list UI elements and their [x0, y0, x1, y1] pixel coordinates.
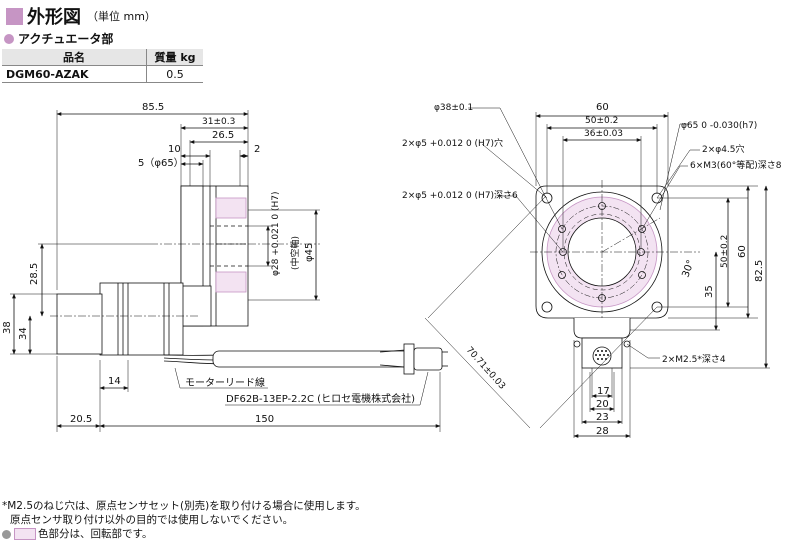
subsection-title: アクチュエータ部 — [4, 30, 113, 47]
dim-50-top: 50±0.2 — [585, 116, 618, 126]
lead-cable — [212, 350, 412, 368]
dim-150: 150 — [255, 414, 274, 425]
header-product-name: 品名 — [2, 49, 147, 66]
spec-table-header: 品名 質量 kg — [2, 49, 203, 66]
dim-82-5: 82.5 — [754, 260, 765, 282]
callout-m2-5: 2×M2.5*深さ4 — [662, 354, 726, 365]
front-view — [424, 107, 770, 438]
connector-label: DF62B-13EP-2.2C (ヒロセ電機株式会社) — [226, 392, 415, 405]
subsection-label: アクチュエータ部 — [18, 32, 114, 46]
dim-20: 20 — [596, 399, 609, 410]
side-view — [10, 110, 448, 432]
callout-pin-hole: 2×φ5 +0.012 0 (H7)穴 — [402, 137, 503, 149]
hollow-shaft-label: (中空軸) — [289, 236, 301, 270]
legend-dot-icon — [2, 529, 11, 539]
callout-phi4-5: 2×φ4.5穴 — [702, 143, 745, 155]
legend-color-swatch — [14, 528, 36, 540]
dim-34: 34 — [18, 327, 29, 340]
callout-pin-depth: 2×φ5 +0.012 0 (H7)深さ6 — [402, 190, 518, 201]
dim-35: 35 — [704, 285, 715, 298]
dim-26-5: 26.5 — [212, 130, 234, 141]
dim-70-71: 70.71±0.03 — [464, 345, 507, 391]
callout-m3: 6×M3(60°等配)深さ8 — [690, 159, 782, 171]
legend-text: 色部分は、回転部です。 — [38, 528, 153, 540]
dim-28-5: 28.5 — [29, 263, 40, 285]
spec-table: 品名 質量 kg DGM60-AZAK 0.5 — [2, 49, 203, 83]
dim-36: 36±0.03 — [584, 129, 623, 139]
dim-23: 23 — [596, 412, 609, 423]
dim-20-5: 20.5 — [70, 414, 92, 425]
dim-10: 10 — [168, 144, 181, 155]
connector-body — [413, 347, 443, 371]
dim-38: 38 — [2, 321, 13, 334]
dim-85-5: 85.5 — [142, 102, 164, 113]
motor-body — [99, 282, 184, 356]
title-square-icon — [6, 7, 23, 25]
motor-lead-label: モーターリード線 — [185, 376, 265, 389]
header-mass: 質量 kg — [146, 49, 203, 66]
table-row: DGM60-AZAK 0.5 — [2, 65, 203, 83]
dim-60-top: 60 — [596, 102, 609, 113]
dim-28: 28 — [596, 426, 609, 437]
dim-phi45: φ45 — [304, 243, 315, 262]
bore-dimension: φ28 +0.021 0 (H7) — [271, 191, 281, 276]
dim-14: 14 — [108, 376, 121, 387]
bullet-dot-icon — [4, 33, 14, 44]
product-name-cell: DGM60-AZAK — [2, 65, 147, 83]
side-view-labels: 85.5 31±0.3 26.5 10 2 5（φ65） 28.5 38 34 … — [2, 102, 415, 425]
dim-5-phi65: 5（φ65） — [138, 157, 184, 169]
dim-31: 31±0.3 — [202, 117, 235, 127]
dim-phi38: φ38±0.1 — [434, 103, 473, 113]
dim-50-side: 50±0.2 — [720, 235, 730, 268]
motor-cap — [56, 293, 103, 355]
dim-2: 2 — [254, 144, 260, 155]
section-header: 外形図 （単位 mm） — [6, 4, 156, 28]
note-line-2: 原点センサ取り付け以外の目的では使用しないでください。 — [10, 514, 294, 526]
note-line-3: 色部分は、回転部です。 — [2, 527, 366, 541]
note-line-1: *M2.5のねじ穴は、原点センサセット(別売)を取り付ける場合に使用します。 — [2, 500, 366, 512]
notes: *M2.5のねじ穴は、原点センサセット(別売)を取り付ける場合に使用します。 原… — [2, 499, 366, 541]
dim-phi65: φ65 0 -0.030(h7) — [681, 121, 757, 131]
dim-17: 17 — [597, 386, 610, 397]
unit-label: （単位 mm） — [87, 10, 156, 23]
dim-30deg: 30° — [680, 259, 696, 279]
mass-cell: 0.5 — [146, 65, 203, 83]
dim-60-side: 60 — [737, 245, 748, 258]
page-title: 外形図 — [27, 7, 81, 28]
